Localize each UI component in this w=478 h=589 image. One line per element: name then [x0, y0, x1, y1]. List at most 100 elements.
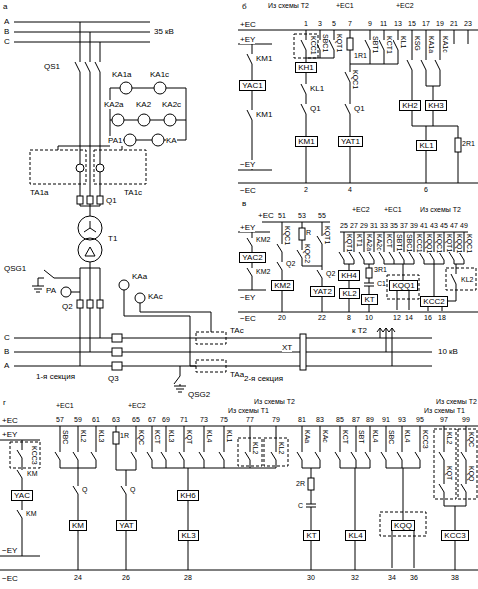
component-outline [264, 438, 288, 466]
label: KA1c [150, 70, 169, 79]
contact-label: KL4 [403, 430, 411, 442]
label: +EC [2, 416, 18, 425]
label: TAc [230, 326, 244, 335]
label: TA1c [124, 188, 142, 197]
contact-label: KL4 [371, 430, 379, 442]
label: Q3 [108, 374, 119, 383]
contact-label: KCT [341, 430, 349, 444]
label: Q2 [286, 260, 295, 268]
relay-coil: KH4 [338, 270, 360, 281]
contact-label: KAa [303, 430, 311, 443]
wire [0, 426, 478, 570]
label: г [3, 398, 6, 407]
terminal-number: 10 [365, 314, 373, 322]
terminal-number: 36 [410, 574, 418, 582]
wire [377, 328, 395, 366]
label: A [4, 17, 9, 26]
coil-label: KQQ [394, 521, 412, 530]
wire [14, 22, 150, 42]
label: +EC1 [336, 2, 354, 10]
terminal-number: 53 [298, 212, 306, 220]
coil-label: YAT [119, 521, 133, 530]
relay-symbol [96, 164, 104, 172]
label: B [4, 347, 9, 356]
circuit-g [0, 426, 478, 570]
label: к T2 [352, 326, 367, 335]
terminal-number: 6 [424, 186, 428, 194]
label: Q1 [310, 104, 321, 113]
component-outline [308, 478, 314, 490]
relay-coil: KT [361, 294, 378, 305]
terminal-number: 85 [336, 416, 344, 424]
contact-label: SBC [387, 430, 395, 444]
contact-label: KCC3 [30, 446, 38, 465]
relay-coil: KM [69, 520, 87, 531]
label: QSG1 [4, 264, 26, 273]
contact-label: KQT1 [345, 234, 353, 252]
label: KAa [132, 272, 147, 281]
wire [277, 222, 282, 312]
component-outline [434, 429, 456, 499]
label: Из схемы T1 [424, 407, 465, 415]
coil-label: KH1 [298, 63, 314, 72]
contact-label: KQC1 [351, 70, 359, 89]
contact-label: KL1 [399, 36, 407, 48]
wire [238, 30, 478, 183]
terminal-number: 26 [122, 574, 130, 582]
label: +EC [240, 20, 256, 29]
contact-label: KA2c [375, 234, 383, 251]
coil-label: KM1 [298, 137, 314, 146]
label: в [242, 199, 246, 208]
terminal-number: 61 [92, 416, 100, 424]
label: TA1a [30, 188, 49, 197]
terminal-number: 89 [366, 416, 374, 424]
relay-coil: YAC [11, 490, 33, 501]
label: QSG2 [188, 390, 210, 399]
label: KM2 [256, 268, 270, 276]
terminal-number: 25 [340, 222, 348, 230]
terminal-number: 91 [382, 416, 390, 424]
coil-label: KL2 [342, 289, 356, 298]
terminal-number: 30 [307, 574, 315, 582]
terminal-number: 55 [318, 212, 326, 220]
contact-label: KA1c [441, 36, 449, 53]
terminal-number: 19 [436, 20, 444, 28]
wire [60, 468, 96, 570]
wire [124, 290, 211, 366]
terminal-number: 27 [350, 222, 358, 230]
contact-label: KQT1 [445, 234, 453, 252]
terminal-number: 11 [380, 20, 387, 28]
label: +EC [258, 211, 274, 220]
contact-label: KQT [445, 466, 453, 480]
wire [386, 468, 420, 568]
label: 2-я секция [244, 374, 283, 383]
terminal-number: 31 [370, 222, 378, 230]
label: 35 кВ [154, 27, 174, 36]
contact-label: KQT1 [323, 226, 331, 244]
label: PA [46, 286, 56, 295]
terminal-number: 41 [420, 222, 428, 230]
component-outline [97, 300, 103, 308]
label: B [4, 27, 9, 36]
label: KL1 [310, 84, 324, 93]
component-outline [196, 360, 226, 372]
label: Из схемы T2 [268, 2, 309, 10]
label: 3R1 [374, 266, 387, 274]
label: 2R1 [462, 140, 475, 148]
wire [58, 88, 186, 150]
terminal-number: 73 [200, 416, 208, 424]
terminal-number: 33 [380, 222, 388, 230]
wire [55, 426, 420, 468]
relay-coil: KH1 [295, 62, 317, 73]
contact-label: KQQ [467, 466, 475, 482]
coil-label: YAT1 [341, 137, 360, 146]
terminal-number: 3 [318, 20, 322, 28]
terminal-number: 43 [430, 222, 438, 230]
relay-coil: KL1 [416, 140, 437, 151]
coil-label: KL4 [348, 531, 362, 540]
contact-label: KAc [321, 430, 329, 443]
component-outline [77, 196, 83, 204]
label: KAc [148, 292, 163, 301]
relay-coil: KL2 [339, 288, 360, 299]
relay-coil: KT [303, 530, 320, 541]
